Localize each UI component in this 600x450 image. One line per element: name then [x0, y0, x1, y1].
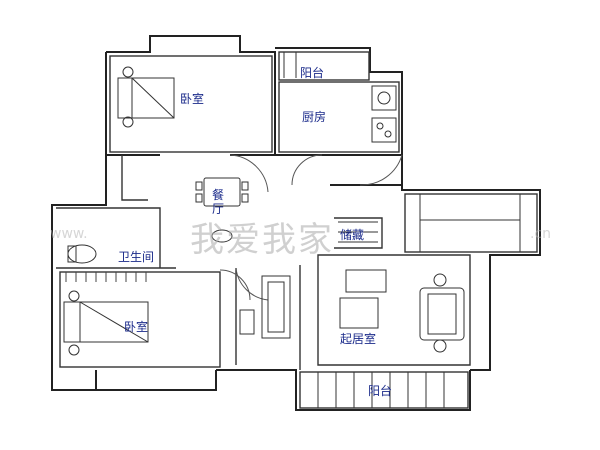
living-sofa-icon: [339, 269, 465, 353]
balcony-right-frame: [419, 194, 521, 252]
watermark-site-right: .cn: [530, 226, 552, 242]
interior-walls: [56, 51, 538, 409]
storage-label: 储藏: [340, 228, 365, 242]
bedroom-top-label: 卧室: [180, 92, 205, 106]
balcony-bottom-label: 阳台: [368, 384, 393, 398]
living-room-label: 起居室: [340, 332, 377, 346]
storage-shelves: [338, 221, 378, 243]
bathroom-label: 卫生间: [118, 250, 155, 264]
tv-cabinet-icon: [239, 275, 291, 339]
bottom-balcony-rail: [317, 372, 445, 408]
watermark-site-left: www.: [50, 226, 88, 242]
dining-label: 餐厅: [212, 188, 225, 216]
door-swings: [219, 154, 403, 301]
kitchen-label: 厨房: [302, 110, 327, 124]
balcony-top-label: 阳台: [300, 66, 325, 80]
bedroom-bottom-label: 卧室: [124, 320, 149, 334]
kitchen-fixtures: [283, 52, 397, 143]
dining-table-icon: [195, 177, 249, 207]
watermark-brand: 我爱我家: [190, 220, 334, 260]
bed-top-icon: [117, 66, 175, 128]
bed-bottom-icon: [63, 290, 149, 356]
sink-icon: [211, 229, 233, 243]
outer-walls: [51, 35, 541, 411]
closet-hatch: [65, 272, 147, 282]
toilet-icon: [67, 244, 97, 264]
